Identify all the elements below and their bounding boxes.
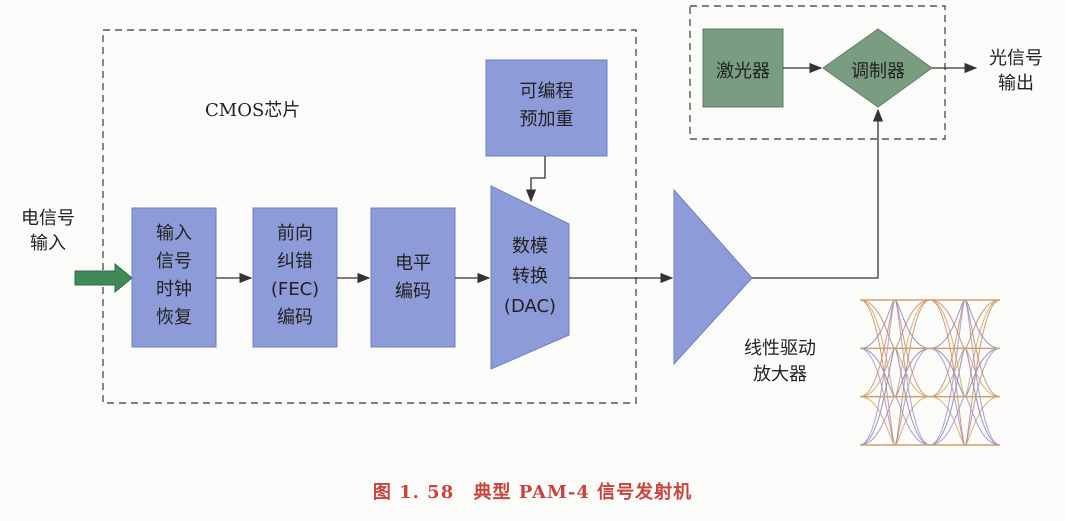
level-encode-label-line1: 电平 [395,253,431,274]
cdr-label-line4: 恢复 [156,307,192,328]
cdr-label: 输入 信号 时钟 恢复 [132,220,216,332]
chip-label: CMOS芯片 [205,100,301,121]
modulator-label: 调制器 [851,61,905,82]
cdr-block [131,207,217,348]
fec-label-line3: (FEC) [270,279,320,300]
arrow-preemph-dac [525,156,546,203]
driver-label-line2: 放大器 [753,364,807,385]
cdr-label-line2: 信号 [156,251,192,272]
input-label: 电信号 输入 [20,206,76,256]
level-encode-label-line2: 编码 [395,281,431,302]
output-label: 光信号 输出 [985,46,1047,96]
fec-label: 前向 纠错 (FEC) 编码 [253,220,337,332]
cdr-label-line1: 输入 [156,223,192,244]
level-encode-block [370,207,456,348]
dac-label-line1: 数模 [512,236,548,257]
dac-label: 数模 转换 (DAC) [491,232,569,322]
figure-number: 图 1. 58 [372,482,455,503]
output-label-line1: 光信号 [989,48,1043,69]
laser-label: 激光器 [716,61,770,82]
optical-module-boundary [689,5,946,140]
eye-trace [929,299,1001,446]
fec-label-line1: 前向 [277,223,313,244]
cdr-label-line3: 时钟 [156,279,192,300]
driver-label: 线性驱动 放大器 [725,336,835,388]
fec-block [252,207,338,348]
input-arrow [74,262,133,294]
dac-label-line2: 转换 [512,266,548,287]
figure-caption: 图 1. 58 典型 PAM-4 信号发射机 [0,478,1065,504]
pam4-eye-diagram [859,299,1001,446]
driver-label-line1: 线性驱动 [744,338,816,359]
eye-trace [859,299,931,446]
figure-title: 典型 PAM-4 信号发射机 [473,482,693,503]
fec-label-line4: 编码 [277,307,313,328]
arrow-driver-modulator [752,108,884,279]
preemphasis-label-line1: 可编程 [519,81,574,102]
preemphasis-label: 可编程 预加重 [486,78,607,134]
laser-block [702,28,784,108]
level-encode-label: 电平 编码 [371,250,455,306]
input-label-line2: 输入 [30,233,66,254]
driver-amplifier [673,188,753,366]
preemphasis-block [485,59,608,157]
cmos-chip-boundary [102,29,637,404]
preemphasis-label-line2: 预加重 [519,109,574,130]
output-label-line2: 输出 [998,73,1034,94]
eye-trace [859,299,931,446]
dac-block [490,185,570,370]
fec-label-line2: 纠错 [277,251,313,272]
dac-label-line3: (DAC) [503,296,557,317]
eye-trace [929,299,1001,446]
input-label-line1: 电信号 [21,208,75,229]
